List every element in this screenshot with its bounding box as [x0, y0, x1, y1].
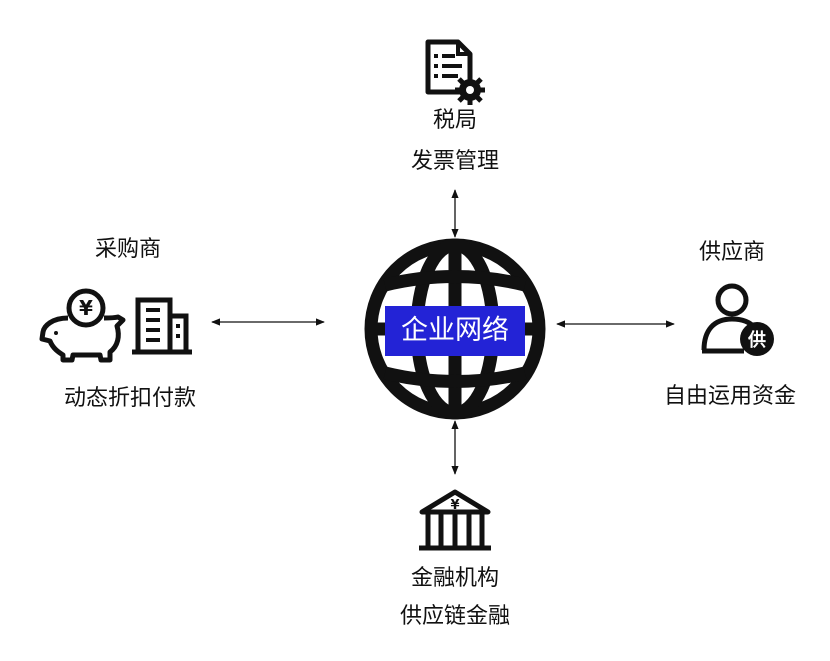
left-subtitle: 动态折扣付款 [63, 386, 196, 411]
left-title: 采购商 [94, 237, 161, 262]
bottom-subtitle: 供应链金融 [399, 604, 510, 629]
right-subtitle: 自由运用资金 [663, 384, 796, 409]
bottom-title: 金融机构 [410, 566, 499, 591]
piggy-bank-yen-icon [39, 288, 126, 363]
supplier-person-icon [701, 283, 774, 356]
right-title: 供应商 [698, 240, 765, 265]
top-title: 税局 [432, 108, 477, 133]
document-gear-icon [425, 39, 485, 105]
supplier-badge-text: 供 [747, 329, 766, 351]
bank-yen-icon [419, 489, 491, 551]
center-label: 企业网络 [385, 306, 525, 356]
bank-yen-symbol: ¥ [450, 498, 459, 513]
top-subtitle: 发票管理 [410, 149, 499, 174]
piggy-yen-symbol: ¥ [79, 296, 93, 320]
building-icon [132, 297, 192, 355]
